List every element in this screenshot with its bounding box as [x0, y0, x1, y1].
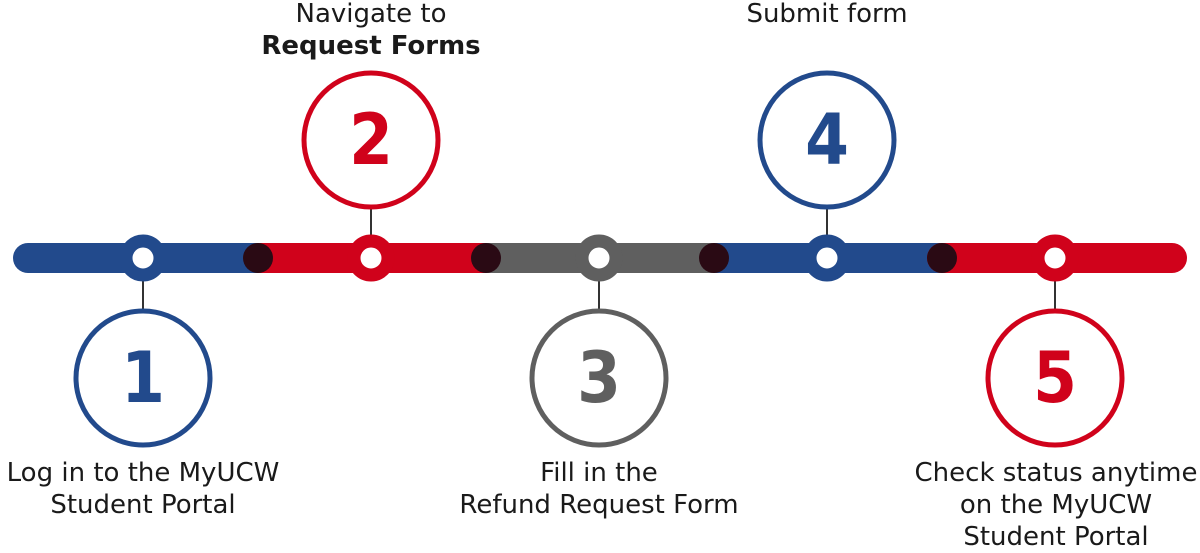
step-3-label-line2: Refund Request Form — [459, 490, 739, 520]
step-3-node — [575, 234, 623, 282]
step-3-number: 3 — [577, 337, 621, 419]
step-2-label-line2: Request Forms — [261, 31, 481, 61]
step-4-circle — [757, 70, 897, 210]
track-joint — [699, 243, 729, 273]
step-1-node — [119, 234, 167, 282]
step-3-label-line1: Fill in the — [540, 458, 658, 488]
step-5-label: Check status anytime on the MyUCW Studen… — [912, 457, 1200, 553]
step-1-circle — [73, 308, 213, 448]
step-4-number: 4 — [805, 99, 849, 181]
step-1-label-line1: Log in to the MyUCW — [6, 458, 280, 488]
step-5-label-line1: Check status anytime — [914, 458, 1198, 488]
step-3-circle — [529, 308, 669, 448]
step-4-label-line1: Submit form — [746, 0, 908, 29]
step-4-node — [803, 234, 851, 282]
step-2-circle — [301, 70, 441, 210]
step-2-label: Navigate to Request Forms — [231, 0, 511, 62]
track-joint — [243, 243, 273, 273]
step-2-label-line1: Navigate to — [295, 0, 447, 29]
step-1-label: Log in to the MyUCW Student Portal — [1, 457, 285, 521]
step-5-circle — [985, 308, 1125, 448]
step-4-label: Submit form — [712, 0, 942, 30]
track-joint — [471, 243, 501, 273]
step-3-label: Fill in the Refund Request Form — [449, 457, 749, 521]
step-2-number: 2 — [349, 99, 393, 181]
step-5-node — [1031, 234, 1079, 282]
track-joint — [927, 243, 957, 273]
step-2-node — [347, 234, 395, 282]
step-5-label-line2: on the MyUCW — [959, 490, 1153, 520]
step-1-label-line2: Student Portal — [50, 490, 236, 520]
step-1-number: 1 — [121, 337, 165, 419]
step-5-label-line3: Student Portal — [963, 522, 1149, 552]
step-5-number: 5 — [1033, 337, 1077, 419]
